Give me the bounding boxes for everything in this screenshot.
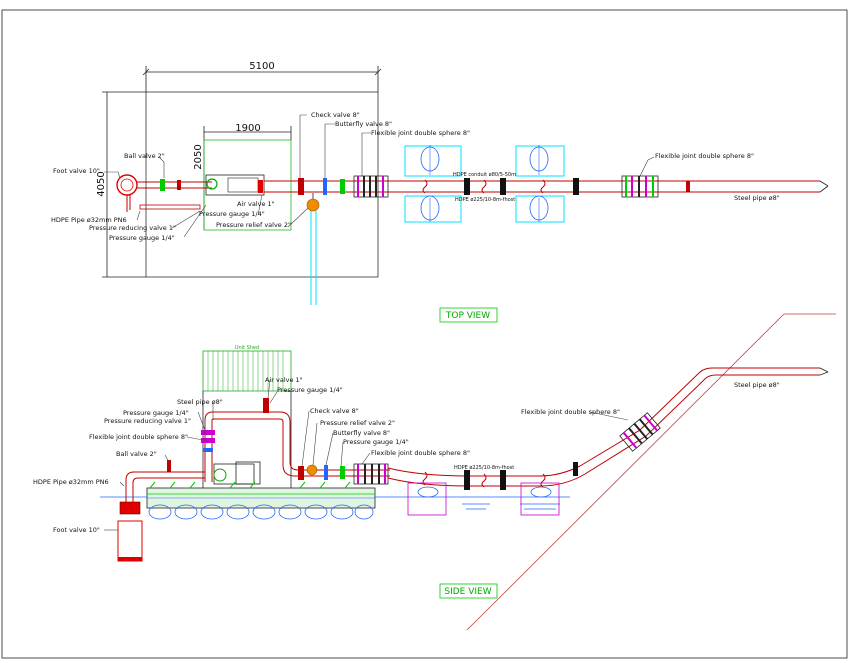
label-pressure-gauge-right: Pressure gauge 1/4" — [343, 438, 409, 446]
pump-assembly-side — [149, 398, 351, 489]
label-hdpe-pipe-large: HDPE ø225/10-8m-fhost — [455, 197, 515, 203]
label-steel-pipe-right: Steel pipe ø8" — [734, 381, 780, 389]
top-view-title: TOP VIEW — [445, 311, 490, 321]
flange-plan-1 — [464, 178, 470, 195]
flange-plan-2 — [500, 178, 506, 195]
label-check-valve-side: Check valve 8" — [310, 407, 359, 415]
check-valve-plan — [298, 178, 304, 195]
label-flexible-joint-left-side: Flexible joint double sphere 8" — [89, 433, 188, 441]
pressure-gauge-plan — [177, 180, 181, 190]
label-hdpe-pipe-side: HDPE Pipe ø32mm PN6 — [33, 478, 109, 486]
outer-plan-outline — [145, 91, 379, 278]
break-mark-plan-1 — [422, 179, 428, 194]
pipe-support-plan-1 — [404, 145, 462, 223]
dimension-inner-width: 1900 — [203, 123, 292, 140]
break-mark-plan-2 — [481, 179, 487, 194]
foot-valve-side — [117, 471, 205, 562]
label-ball-valve: Ball valve 2" — [124, 152, 165, 160]
break-mark-plan-3 — [540, 179, 546, 194]
label-butterfly-valve: Butterfly valve 8" — [335, 120, 392, 128]
label-flexible-joint-right-side: Flexible joint double sphere 8" — [521, 408, 620, 416]
butterfly-valve-plan — [323, 178, 327, 195]
label-pressure-gauge-lower: Pressure gauge 1/4" — [109, 234, 175, 242]
unit-shed: Unit Shed — [202, 345, 292, 490]
label-flexible-joint-right: Flexible joint double sphere 8" — [655, 152, 754, 160]
label-air-valve: Air valve 1" — [237, 200, 275, 208]
label-flexible-joint-left: Flexible joint double sphere 8" — [371, 129, 470, 137]
pressure-relief-valve-plan — [306, 193, 320, 305]
dimension-overall-height: 4050 — [96, 91, 146, 278]
flexible-joint-plan-left — [353, 175, 389, 198]
slope-line — [466, 313, 785, 631]
label-pressure-gauge-left: Pressure gauge 1/4" — [123, 409, 189, 417]
top-view-title-box — [439, 307, 498, 323]
side-view-title-box — [439, 583, 498, 599]
label-foot-valve: Foot valve 10" — [53, 167, 100, 175]
air-valve-plan — [258, 180, 263, 193]
label-steel-pipe: Steel pipe ø8" — [734, 194, 780, 202]
label-pressure-relief-valve: Pressure relief valve 2" — [216, 221, 291, 229]
label-pressure-reducing-valve-side: Pressure reducing valve 1" — [104, 417, 191, 425]
label-butterfly-valve-side: Butterfly valve 8" — [333, 429, 390, 437]
pipe-support-plan-2 — [515, 145, 565, 223]
label-hdpe-pipe: HDPE Pipe ø32mm PN6 — [51, 216, 127, 224]
pump-room-outline — [203, 139, 292, 231]
foot-valve-plan — [116, 174, 138, 212]
dimension-overall-width: 5100 — [142, 61, 382, 92]
label-foot-valve-side: Foot valve 10" — [53, 526, 100, 534]
dimension-inner-height-label: 2050 — [193, 144, 204, 169]
dimension-inner-width-label: 1900 — [235, 123, 260, 134]
dimension-overall-height-label: 4050 — [96, 171, 107, 196]
ball-valve-plan — [160, 179, 165, 191]
pump-platform — [146, 487, 376, 520]
label-pressure-gauge-upper: Pressure gauge 1/4" — [199, 210, 265, 218]
flange-plan-3 — [573, 178, 579, 195]
dimension-overall-width-label: 5100 — [249, 61, 274, 72]
label-pressure-reducing-valve: Pressure reducing valve 1" — [89, 224, 176, 232]
label-flexible-joint-mid: Flexible joint double sphere 8" — [371, 449, 470, 457]
drawing-border — [1, 9, 848, 659]
label-hdpe-pipe-large-side: HDPE ø225/10-8m-fhost — [454, 465, 514, 471]
label-pressure-relief-valve-side: Pressure relief valve 2" — [320, 419, 395, 427]
flexible-joint-plan-right — [621, 175, 659, 198]
outlet-pipe-side — [345, 367, 829, 516]
label-check-valve: Check valve 8" — [311, 111, 360, 119]
pressure-reducing-valve-plan — [139, 204, 201, 210]
label-air-valve-side: Air valve 1" — [265, 376, 303, 384]
label-steel-pipe-left: Steel pipe ø8" — [177, 398, 223, 406]
label-ball-valve-side: Ball valve 2" — [116, 450, 157, 458]
label-unit-shed: Unit Shed — [235, 345, 259, 351]
side-view: Unit Shed — [33, 313, 836, 631]
valve-green-plan — [340, 179, 345, 194]
top-view: 5100 1900 4050 2050 — [51, 61, 829, 323]
label-hdpe-conduit: HDPE conduit ø80/5-50m — [453, 172, 516, 178]
side-view-title: SIDE VIEW — [444, 587, 491, 597]
label-pressure-gauge-top: Pressure gauge 1/4" — [277, 386, 343, 394]
flange-plan-4 — [686, 181, 690, 192]
